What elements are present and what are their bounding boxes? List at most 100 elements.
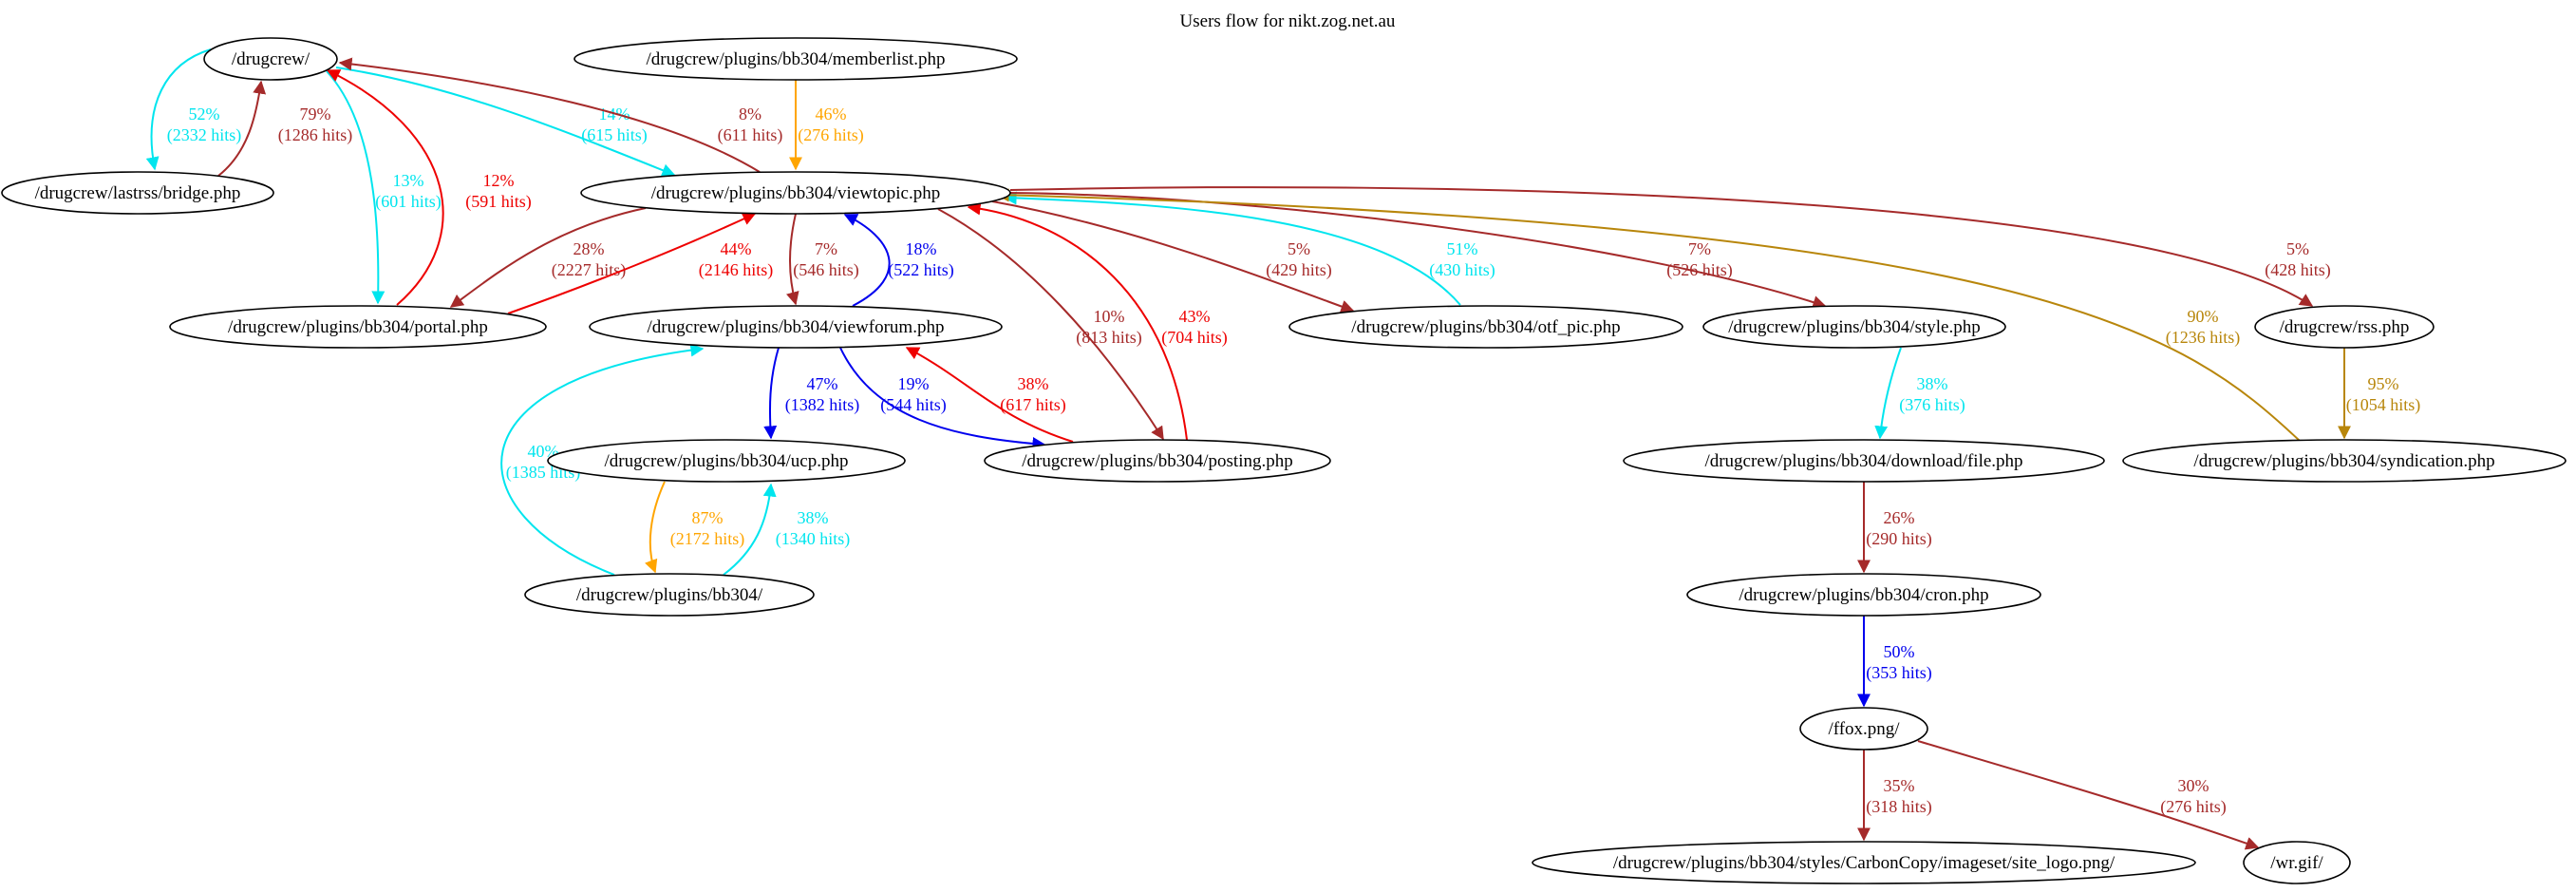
edge-hits-label: (429 hits) [1266, 260, 1332, 280]
edge-viewtopic-viewforum: 7% (546 hits) [785, 213, 859, 306]
edge-percent-label: 95% [2368, 374, 2399, 393]
edge-hits-label: (276 hits) [798, 125, 864, 145]
node-ellipse[interactable] [2122, 439, 2567, 483]
node-download[interactable]: /drugcrew/plugins/bb304/download/file.ph… [1623, 439, 2105, 483]
edge-line [645, 481, 666, 574]
node-ellipse[interactable] [1799, 707, 1928, 750]
node-ellipse[interactable] [547, 439, 906, 483]
node-ellipse[interactable] [1288, 305, 1683, 349]
node-posting[interactable]: /drugcrew/plugins/bb304/posting.php [984, 439, 1331, 483]
node-label: /drugcrew/plugins/bb304/posting.php [1022, 451, 1293, 471]
node-bb304[interactable]: /drugcrew/plugins/bb304/ [524, 573, 815, 617]
edge-percent-label: 19% [898, 374, 930, 393]
node-rss[interactable]: /drugcrew/rss.php [2254, 305, 2435, 349]
node-syndication[interactable]: /drugcrew/plugins/bb304/syndication.php [2122, 439, 2567, 483]
edge-hits-label: (704 hits) [1161, 328, 1228, 348]
node-viewforum[interactable]: /drugcrew/plugins/bb304/viewforum.php [589, 305, 1003, 349]
node-ellipse[interactable] [1702, 305, 2006, 349]
edge-line [723, 483, 777, 576]
edge-line [1009, 186, 2314, 307]
node-ellipse[interactable] [169, 305, 547, 349]
edge-line [335, 66, 676, 177]
node-label: /drugcrew/plugins/bb304/otf_pic.php [1351, 317, 1620, 337]
graph-title: Users flow for nikt.zog.net.au [1180, 11, 1396, 31]
node-otfpic[interactable]: /drugcrew/plugins/bb304/otf_pic.php [1288, 305, 1683, 349]
edge-percent-label: 38% [1018, 374, 1049, 393]
node-sitelogo[interactable]: /drugcrew/plugins/bb304/styles/CarbonCop… [1532, 841, 2196, 884]
edge-drugcrew-viewtopic: 14%(615 hits) [335, 66, 676, 177]
node-ellipse[interactable] [203, 37, 338, 81]
edge-hits-label: (615 hits) [581, 125, 648, 145]
edge-hits-label: (318 hits) [1866, 797, 1932, 817]
edge-percent-label: 51% [1447, 239, 1478, 258]
node-label: /drugcrew/rss.php [2280, 317, 2410, 337]
edge-hits-label: (1286 hits) [278, 125, 353, 145]
edge-drugcrew-bridge: 52%(2332 hits) [145, 48, 242, 171]
node-ellipse[interactable] [2254, 305, 2435, 349]
node-ellipse[interactable] [1686, 573, 2041, 617]
edge-line [1007, 192, 1827, 309]
edge-otfpic-viewtopic: 51%(430 hits) [1003, 191, 1495, 306]
node-ellipse[interactable] [524, 573, 815, 617]
edge-hits-label: (1054 hits) [2346, 395, 2421, 415]
node-ellipse[interactable] [1, 171, 274, 215]
node-wrgif[interactable]: /wr.gif/ [2243, 841, 2351, 884]
node-ellipse[interactable] [573, 37, 1018, 81]
edge-percent-label: 87% [692, 508, 724, 527]
edge-rss-syndication: 95% (1054 hits) [2338, 348, 2421, 440]
node-portal[interactable]: /drugcrew/plugins/bb304/portal.php [169, 305, 547, 349]
node-viewtopic[interactable]: /drugcrew/plugins/bb304/viewtopic.php [580, 171, 1011, 215]
edge-line [995, 188, 2301, 442]
edge-drugcrew-portal: 13%(601 hits) [326, 70, 442, 305]
node-cron[interactable]: /drugcrew/plugins/bb304/cron.php [1686, 573, 2041, 617]
edge-percent-label: 7% [815, 239, 837, 258]
edge-percent-label: 18% [906, 239, 937, 258]
edge-line [843, 214, 891, 307]
edge-percent-label: 8% [739, 104, 762, 124]
edge-ffox-sitelogo: 35% (318 hits) [1857, 750, 1932, 842]
edge-viewforum-ucp: 47%(1382 hits) [763, 347, 859, 440]
node-ucp[interactable]: /drugcrew/plugins/bb304/ucp.php [547, 439, 906, 483]
node-drugcrew[interactable]: /drugcrew/ [203, 37, 338, 81]
node-style[interactable]: /drugcrew/plugins/bb304/style.php [1702, 305, 2006, 349]
node-ffox[interactable]: /ffox.png/ [1799, 707, 1928, 750]
edge-percent-label: 46% [816, 104, 847, 124]
node-ellipse[interactable] [1623, 439, 2105, 483]
edge-percent-label: 90% [2188, 307, 2219, 326]
edge-line [145, 48, 212, 171]
edge-bridge-drugcrew: 79%(1286 hits) [217, 80, 353, 177]
node-ellipse[interactable] [1532, 841, 2196, 884]
node-label: /drugcrew/plugins/bb304/style.php [1728, 317, 1980, 337]
edge-line [326, 69, 444, 306]
edge-percent-label: 5% [2286, 239, 2309, 258]
edge-hits-label: (376 hits) [1899, 395, 1965, 415]
node-label: /drugcrew/plugins/bb304/ucp.php [605, 451, 849, 471]
edge-percent-label: 5% [1288, 239, 1310, 258]
node-ellipse[interactable] [984, 439, 1331, 483]
node-ellipse[interactable] [589, 305, 1003, 349]
node-ellipse[interactable] [2243, 841, 2351, 884]
edge-line [839, 347, 1046, 450]
edge-hits-label: (2332 hits) [167, 125, 242, 145]
edge-percent-label: 35% [1884, 776, 1915, 795]
node-label: /drugcrew/plugins/bb304/viewforum.php [648, 317, 945, 337]
node-label: /drugcrew/ [232, 49, 310, 69]
edge-hits-label: (546 hits) [793, 260, 859, 280]
edge-hits-label: (591 hits) [465, 192, 532, 212]
edge-syndication-viewtopic: 90%(1236 hits) [995, 188, 2301, 442]
node-label: /wr.gif/ [2270, 853, 2323, 873]
edge-hits-label: (522 hits) [888, 260, 954, 280]
edge-percent-label: 7% [1688, 239, 1711, 258]
edge-hits-label: (2172 hits) [670, 529, 745, 549]
node-memberlist[interactable]: /drugcrew/plugins/bb304/memberlist.php [573, 37, 1018, 81]
edge-percent-label: 38% [1917, 374, 1948, 393]
edge-portal-viewtopic: 44%(2146 hits) [507, 212, 773, 314]
edge-viewforum-viewtopic: 18% (522 hits) [843, 214, 954, 307]
edge-ucp-bb304: 87% (2172 hits) [645, 481, 745, 574]
edge-hits-label: (526 hits) [1666, 260, 1733, 280]
edge-bb304-ucp: 38%(1340 hits) [723, 483, 850, 576]
edge-percent-label: 30% [2178, 776, 2209, 795]
node-bridge[interactable]: /drugcrew/lastrss/bridge.php [1, 171, 274, 215]
node-ellipse[interactable] [580, 171, 1011, 215]
